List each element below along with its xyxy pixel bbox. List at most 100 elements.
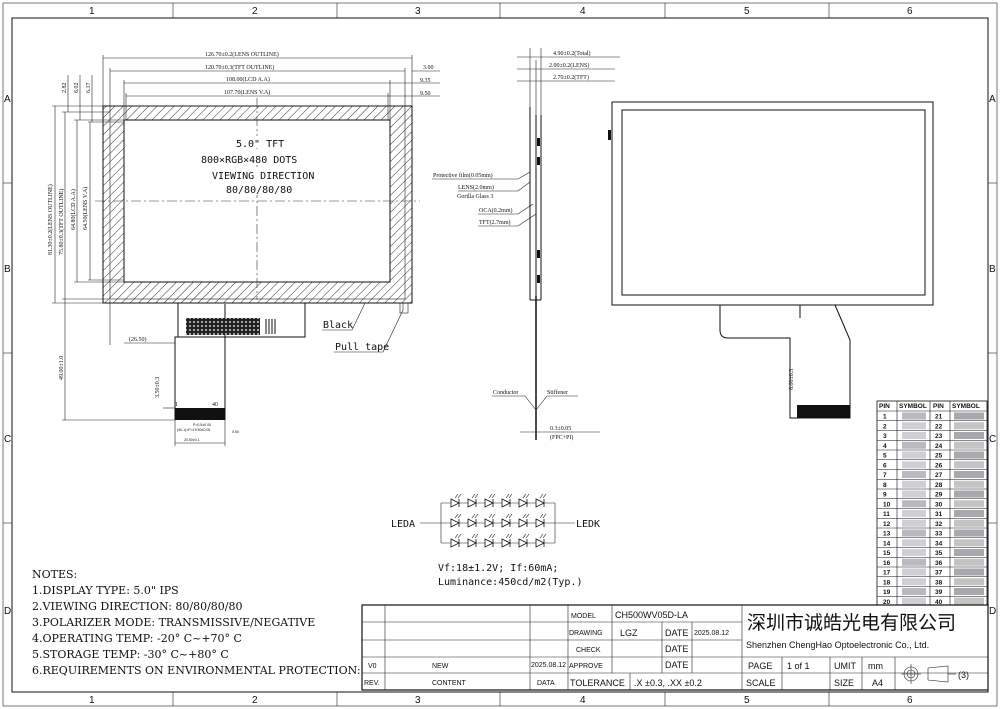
fpc-thickness-label: 0.50 (232, 430, 239, 434)
fpc-width-label: 20.50±0.1 (184, 438, 200, 442)
redacted-symbol (954, 432, 984, 439)
layer-tft: TFT(2.7mm) (479, 219, 511, 226)
dim-fpc-thickness: 0.3±0.05 (550, 426, 571, 432)
dim-lens-outline-height: 81.30±0.2(LENS OUTLINE) (47, 184, 54, 255)
grid-col-3-bottom: 3 (415, 695, 421, 706)
pin-number: 26 (935, 462, 943, 469)
redacted-symbol (954, 422, 984, 430)
pin-header-2: PIN (933, 403, 944, 410)
pin-number: 36 (935, 560, 943, 567)
pin-number: 27 (935, 472, 943, 479)
tolerance-label: TOLERANCE (570, 678, 625, 688)
redacted-symbol (954, 539, 984, 547)
redacted-symbol (954, 510, 984, 517)
led-spec-luminance: Luminance:450cd/m2(Typ.) (438, 577, 583, 588)
pin-number: 25 (935, 453, 943, 460)
pin-number: 33 (935, 531, 943, 538)
pin-number: 37 (935, 570, 943, 577)
redacted-symbol (954, 519, 984, 527)
led-diode-icon (467, 493, 479, 508)
redacted-symbol (954, 451, 984, 459)
grid-col-5-bottom: 5 (744, 695, 750, 706)
pin-number: 12 (883, 521, 891, 528)
grid-row-b: B (4, 264, 11, 275)
dim-fpc-length: 49.00±1.0 (59, 356, 65, 380)
redacted-symbol (954, 412, 984, 420)
dim-lcd-aa-width: 108.00(LCD A.A) (226, 76, 270, 83)
date-label: DATE (665, 628, 688, 638)
pin-number: 13 (883, 531, 891, 538)
pin-number: 38 (935, 579, 943, 586)
pin-number: 24 (935, 443, 943, 450)
led-diode-icon (450, 533, 462, 548)
pin-number: 19 (883, 589, 891, 596)
rev-label: REV. (364, 680, 380, 687)
grid-row-b-right: B (989, 264, 996, 275)
pin-number: 23 (935, 433, 943, 440)
dim-right-3: 3.00 (423, 65, 434, 71)
model-value: CH500WV05D-LA (615, 610, 688, 620)
redacted-symbol (954, 471, 984, 478)
approve-label: APPROVE (569, 663, 603, 670)
unit-label: UMIT (834, 661, 856, 671)
led-diode-icon (484, 513, 496, 528)
display-resolution: 800×RGB×480 DOTS (201, 155, 297, 166)
viewing-direction-label: VIEWING DIRECTION (212, 171, 314, 182)
fpc-contacts (175, 408, 225, 420)
company-name-en: Shenzhen ChengHao Optoelectronic Co., Lt… (746, 640, 929, 650)
redacted-symbol (954, 597, 984, 605)
page-label: PAGE (748, 661, 772, 671)
pin-number: 34 (935, 540, 943, 547)
notes: NOTES: 1.DISPLAY TYPE: 5.0" IPS 2.VIEWIN… (32, 568, 396, 677)
fpc-material: (FPC+PI) (550, 434, 573, 441)
unit-value: mm (868, 661, 883, 671)
tolerance-value: .X ±0.3, .XX ±0.2 (634, 678, 702, 688)
scale-label: SCALE (746, 678, 776, 688)
projection-symbol-icon (901, 664, 956, 684)
notes-title: NOTES: (32, 568, 77, 581)
led-diode-icon (518, 493, 530, 508)
grid-col-1: 1 (89, 6, 95, 17)
note-item: 3.POLARIZER MODE: TRANSMISSIVE/NEGATIVE (32, 616, 315, 629)
pin-number: 14 (883, 540, 891, 547)
redacted-symbol (954, 529, 984, 537)
led-diode-icon (518, 513, 530, 528)
led-cathode-label: LEDK (576, 519, 600, 530)
pin-number: 32 (935, 521, 943, 528)
led-anode-label: LEDA (391, 519, 415, 530)
led-diode-icon (467, 513, 479, 528)
led-diode-icon (484, 493, 496, 508)
pin-number: 7 (883, 472, 887, 479)
redacted-symbol (902, 558, 926, 566)
pin-number: 30 (935, 501, 943, 508)
grid-row-a: A (4, 94, 11, 105)
pin-number: 21 (935, 414, 943, 421)
company-name-cn: 深圳市诚皓光电有限公司 (747, 612, 956, 634)
drawing-date: 2025.08.12 (694, 630, 729, 637)
pin-number: 17 (883, 570, 891, 577)
redacted-symbol (954, 578, 984, 586)
redacted-symbol (902, 519, 926, 527)
pin-number: 20 (883, 599, 891, 606)
grid-col-2: 2 (252, 6, 258, 17)
data-label: DATA (537, 680, 555, 687)
redacted-symbol (954, 558, 984, 566)
redacted-symbol (954, 461, 984, 469)
pin-number: 39 (935, 589, 943, 596)
grid-col-1-bottom: 1 (89, 695, 95, 706)
redacted-symbol (954, 568, 984, 576)
dim-lcd-aa-height: 64.80(LCD A.A) (70, 189, 77, 230)
pin-number: 31 (935, 511, 943, 518)
dim-tft-thickness: 2.70±0.2(TFT) (553, 74, 589, 81)
pin-number: 40 (935, 599, 943, 606)
pin-number: 35 (935, 550, 943, 557)
note-item: 2.VIEWING DIRECTION: 80/80/80/80 (32, 600, 243, 613)
pin-number: 11 (883, 511, 890, 518)
redacted-symbol (902, 549, 926, 556)
callout-black: Black (323, 320, 353, 331)
redacted-symbol (954, 500, 984, 508)
size-label: SIZE (834, 678, 854, 688)
led-diode-icon (535, 493, 547, 508)
